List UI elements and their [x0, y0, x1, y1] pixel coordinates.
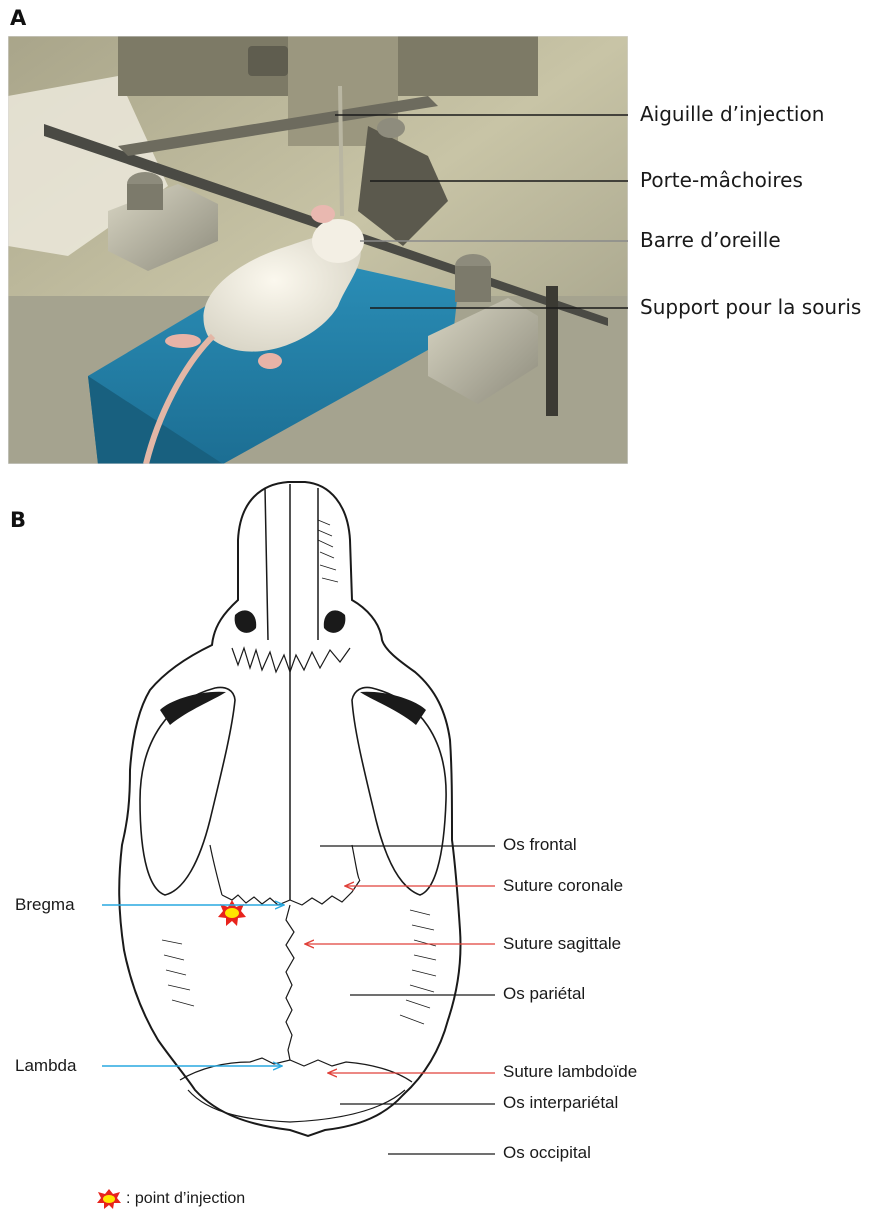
injection-legend: : point d’injection [96, 1186, 245, 1212]
stereotaxic-photo [8, 36, 628, 464]
label-ear-bar: Barre d’oreille [640, 228, 781, 252]
skull-diagram [0, 470, 869, 1170]
label-os-interparietal: Os interpariétal [503, 1093, 618, 1113]
label-os-occipital: Os occipital [503, 1143, 591, 1163]
label-suture-coronale: Suture coronale [503, 876, 623, 896]
label-os-parietal: Os pariétal [503, 984, 585, 1004]
mouse-foot-left [165, 334, 201, 348]
label-bregma: Bregma [15, 895, 75, 915]
label-os-frontal: Os frontal [503, 835, 577, 855]
clamp-right-knob-body [455, 266, 491, 302]
clamp-left-knob-body [127, 184, 163, 210]
label-lambda: Lambda [15, 1056, 76, 1076]
label-suture-lambdoide: Suture lambdoïde [503, 1062, 637, 1082]
mouse-foot-right [258, 353, 282, 369]
label-jaw-holder: Porte-mâchoires [640, 168, 803, 192]
mouse-ear [311, 205, 335, 223]
injection-legend-icon [96, 1188, 122, 1210]
mouse-head [312, 219, 364, 263]
label-needle: Aiguille d’injection [640, 102, 824, 126]
jaw-holder-knob [377, 118, 405, 138]
stand-post [546, 286, 558, 416]
machine-knob [248, 46, 288, 76]
legend-label: : point d’injection [126, 1190, 245, 1208]
label-mouse-support: Support pour la souris [640, 295, 861, 319]
panel-a-letter: A [10, 6, 26, 30]
label-suture-sagittale: Suture sagittale [503, 934, 621, 954]
